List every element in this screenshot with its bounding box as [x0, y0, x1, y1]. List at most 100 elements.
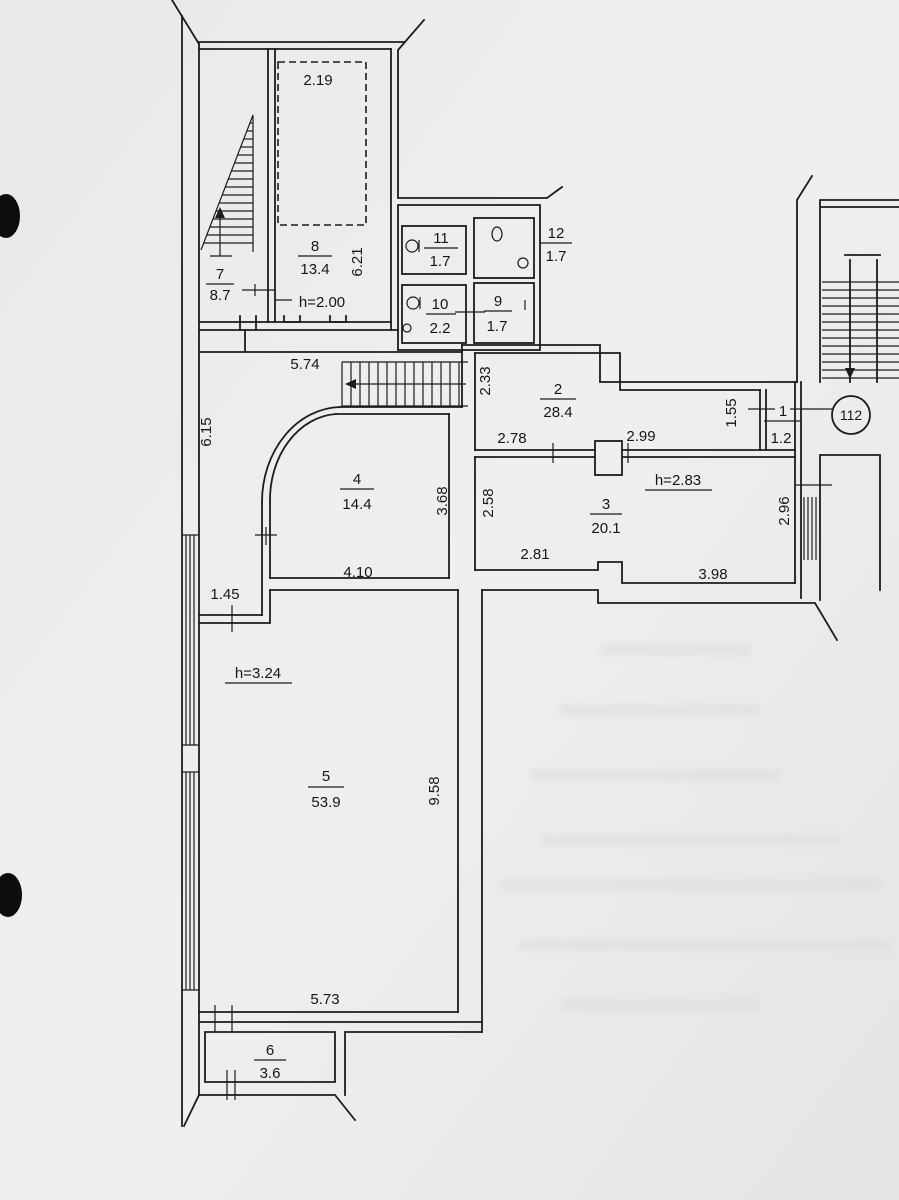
dimension-room2-depth: 2.33 [477, 366, 494, 395]
toilet-icon [491, 226, 503, 242]
room-2-number: 2 [554, 381, 562, 398]
wall-room5-top-left [198, 589, 271, 624]
room-3: 3 20.1 [590, 496, 622, 537]
room-9-area: 1.7 [487, 318, 508, 335]
room-1-number: 1 [779, 403, 787, 420]
ceiling-height-room-5: h=3.24 [235, 665, 281, 682]
stairs-small [803, 497, 817, 560]
wall-room7-8-divider [267, 48, 276, 323]
wall-room4-left [261, 501, 271, 616]
ceiling-height-labels: h=2.00 h=2.83 h=3.24 [235, 294, 701, 682]
room-labels: 1 1.2 2 28.4 3 20.1 4 14.4 5 53.9 6 3.6 [206, 225, 800, 1082]
dimension-room8-length: 6.21 [349, 247, 366, 276]
ceiling-height-rooms-7-8: h=2.00 [299, 294, 345, 311]
room-5-number: 5 [322, 768, 330, 785]
wall-room-11 [401, 225, 467, 275]
room-11: 11 1.7 [424, 230, 458, 270]
wall-right [794, 381, 802, 599]
dimension-landing-width: 5.74 [290, 356, 319, 373]
dimension-room2-right-depth: 1.55 [723, 398, 740, 427]
stair-marker-circle [831, 395, 871, 435]
tick-room4-door [255, 527, 277, 545]
room-7-number: 7 [216, 266, 224, 283]
wall-room1 [759, 389, 767, 451]
dimension-room3-right-width: 3.98 [698, 566, 727, 583]
room-6: 6 3.6 [254, 1042, 286, 1082]
room-4: 4 14.4 [340, 471, 374, 513]
arrow-room7-head [215, 207, 225, 218]
room-12: 12 1.7 [540, 225, 572, 265]
wall-room2-left [461, 344, 476, 451]
wall-room4-curve-inner [269, 413, 337, 503]
room-1-area: 1.2 [771, 430, 792, 447]
wall-room6 [204, 1031, 336, 1083]
stairs-room-7-outline [200, 114, 254, 252]
door-notch-room8 [283, 315, 347, 323]
dimension-room3-right-depth: 2.96 [776, 496, 793, 525]
hole-punch-bottom [0, 873, 22, 917]
room-2-area: 28.4 [543, 404, 572, 421]
room-9: 9 1.7 [484, 293, 512, 335]
room-4-number: 4 [353, 471, 361, 488]
dimension-landing-height: 6.15 [198, 417, 215, 446]
wall-room2-3-divider [474, 449, 796, 458]
room-3-area: 20.1 [591, 520, 620, 537]
dimension-room2-right-width: 2.99 [626, 428, 655, 445]
dimension-room4-depth: 3.68 [434, 486, 451, 515]
wall-landing-top [198, 329, 463, 353]
room-7-area: 8.7 [210, 287, 231, 304]
stair-arrows [210, 207, 855, 389]
wall-building-right [795, 174, 899, 383]
room-10-number: 10 [432, 296, 449, 313]
room-4-area: 14.4 [342, 496, 371, 513]
dimension-room8-width: 2.19 [303, 72, 332, 89]
wall-room4-top [335, 406, 463, 415]
wall-room-9 [473, 282, 535, 344]
wall-room4-bottom [269, 577, 459, 591]
hole-punch-top [0, 194, 20, 238]
room-10-area: 2.2 [430, 320, 451, 337]
room-6-area: 3.6 [260, 1065, 281, 1082]
sink-icon [402, 323, 412, 333]
room-5-area: 53.9 [311, 794, 340, 811]
room-8-area: 13.4 [300, 261, 329, 278]
room-8: 8 13.4 [298, 238, 332, 278]
wall-left-diagonal [170, 0, 201, 46]
arrow-landing-head [345, 379, 356, 389]
room-9-number: 9 [494, 293, 502, 310]
dimension-room3-left-width: 2.81 [520, 546, 549, 563]
wall-room2-top-inner [474, 352, 761, 391]
room-7: 7 8.7 [206, 266, 234, 304]
door-notch-room7 [239, 315, 257, 331]
dimension-room5-width: 5.73 [310, 991, 339, 1008]
room-5: 5 53.9 [308, 768, 344, 811]
pillar [594, 440, 623, 476]
wall-room-12 [473, 217, 535, 279]
tick-room2-door [552, 443, 629, 463]
tick-room5-door [214, 1005, 233, 1032]
room-2: 2 28.4 [540, 381, 576, 421]
dimension-ticks [214, 284, 832, 1100]
toilet-icon [406, 296, 420, 310]
room-12-area: 1.7 [546, 248, 567, 265]
room-10: 10 2.2 [426, 296, 456, 337]
wall-room5-bottom [198, 1011, 483, 1023]
room-11-area: 1.7 [430, 253, 451, 270]
stair-marker-label: 112 [840, 407, 863, 423]
room-3-number: 3 [602, 496, 610, 513]
room-12-number: 12 [548, 225, 565, 242]
wall-bottom [182, 1031, 483, 1128]
dimension-room4-width: 4.10 [343, 564, 372, 581]
room-6-number: 6 [266, 1042, 274, 1059]
toilet-icon [405, 239, 419, 253]
dimension-labels: 2.19 6.21 5.74 6.15 2.33 1.55 2.78 2.99 … [198, 72, 793, 1008]
wall-room8-right-outer [397, 40, 564, 199]
room-11-number: 11 [433, 230, 449, 247]
wall-bathroom-block [397, 204, 541, 351]
ceiling-height-rooms-2-3: h=2.83 [655, 472, 701, 489]
dimension-room3-depth: 2.58 [480, 488, 497, 517]
dimension-room2-left-width: 2.78 [497, 430, 526, 447]
arrow-room7-shaft [210, 214, 232, 257]
wall-room3-bottom [474, 561, 796, 584]
